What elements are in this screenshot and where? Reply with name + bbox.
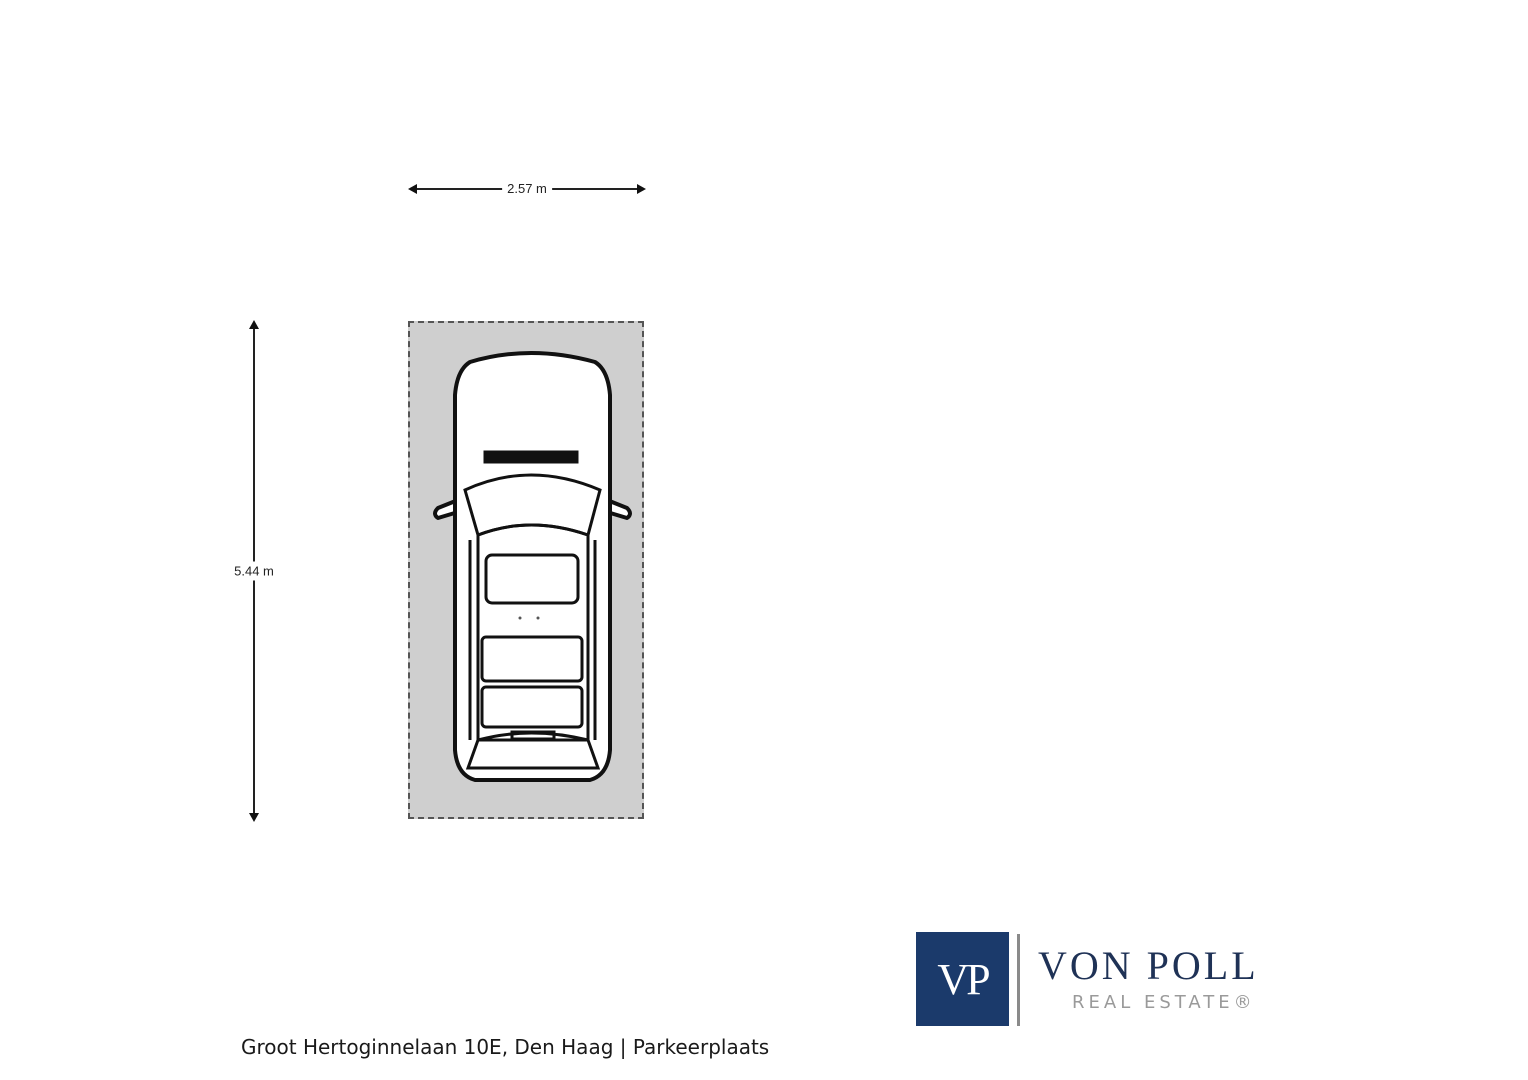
arrow-down-icon [249,813,259,822]
von-poll-logo: VP VON POLL REAL ESTATE® [916,932,1286,1028]
logo-box [916,932,1009,1026]
car-icon [433,351,632,782]
arrow-left-icon [408,184,417,194]
logo-name: VON POLL [1038,943,1259,988]
plan-caption: Groot Hertoginnelaan 10E, Den Haag | Par… [241,1035,770,1059]
logo-subtitle: REAL ESTATE® [1072,992,1256,1013]
width-label: 2.57 m [502,180,552,198]
length-dimension: 5.44 m [234,320,274,822]
logo-divider [1017,934,1020,1026]
arrow-right-icon [637,184,646,194]
arrow-up-icon [249,320,259,329]
width-dimension: 2.57 m [408,180,646,198]
length-label: 5.44 m [234,561,274,581]
logo-monogram: VP [937,954,990,1004]
